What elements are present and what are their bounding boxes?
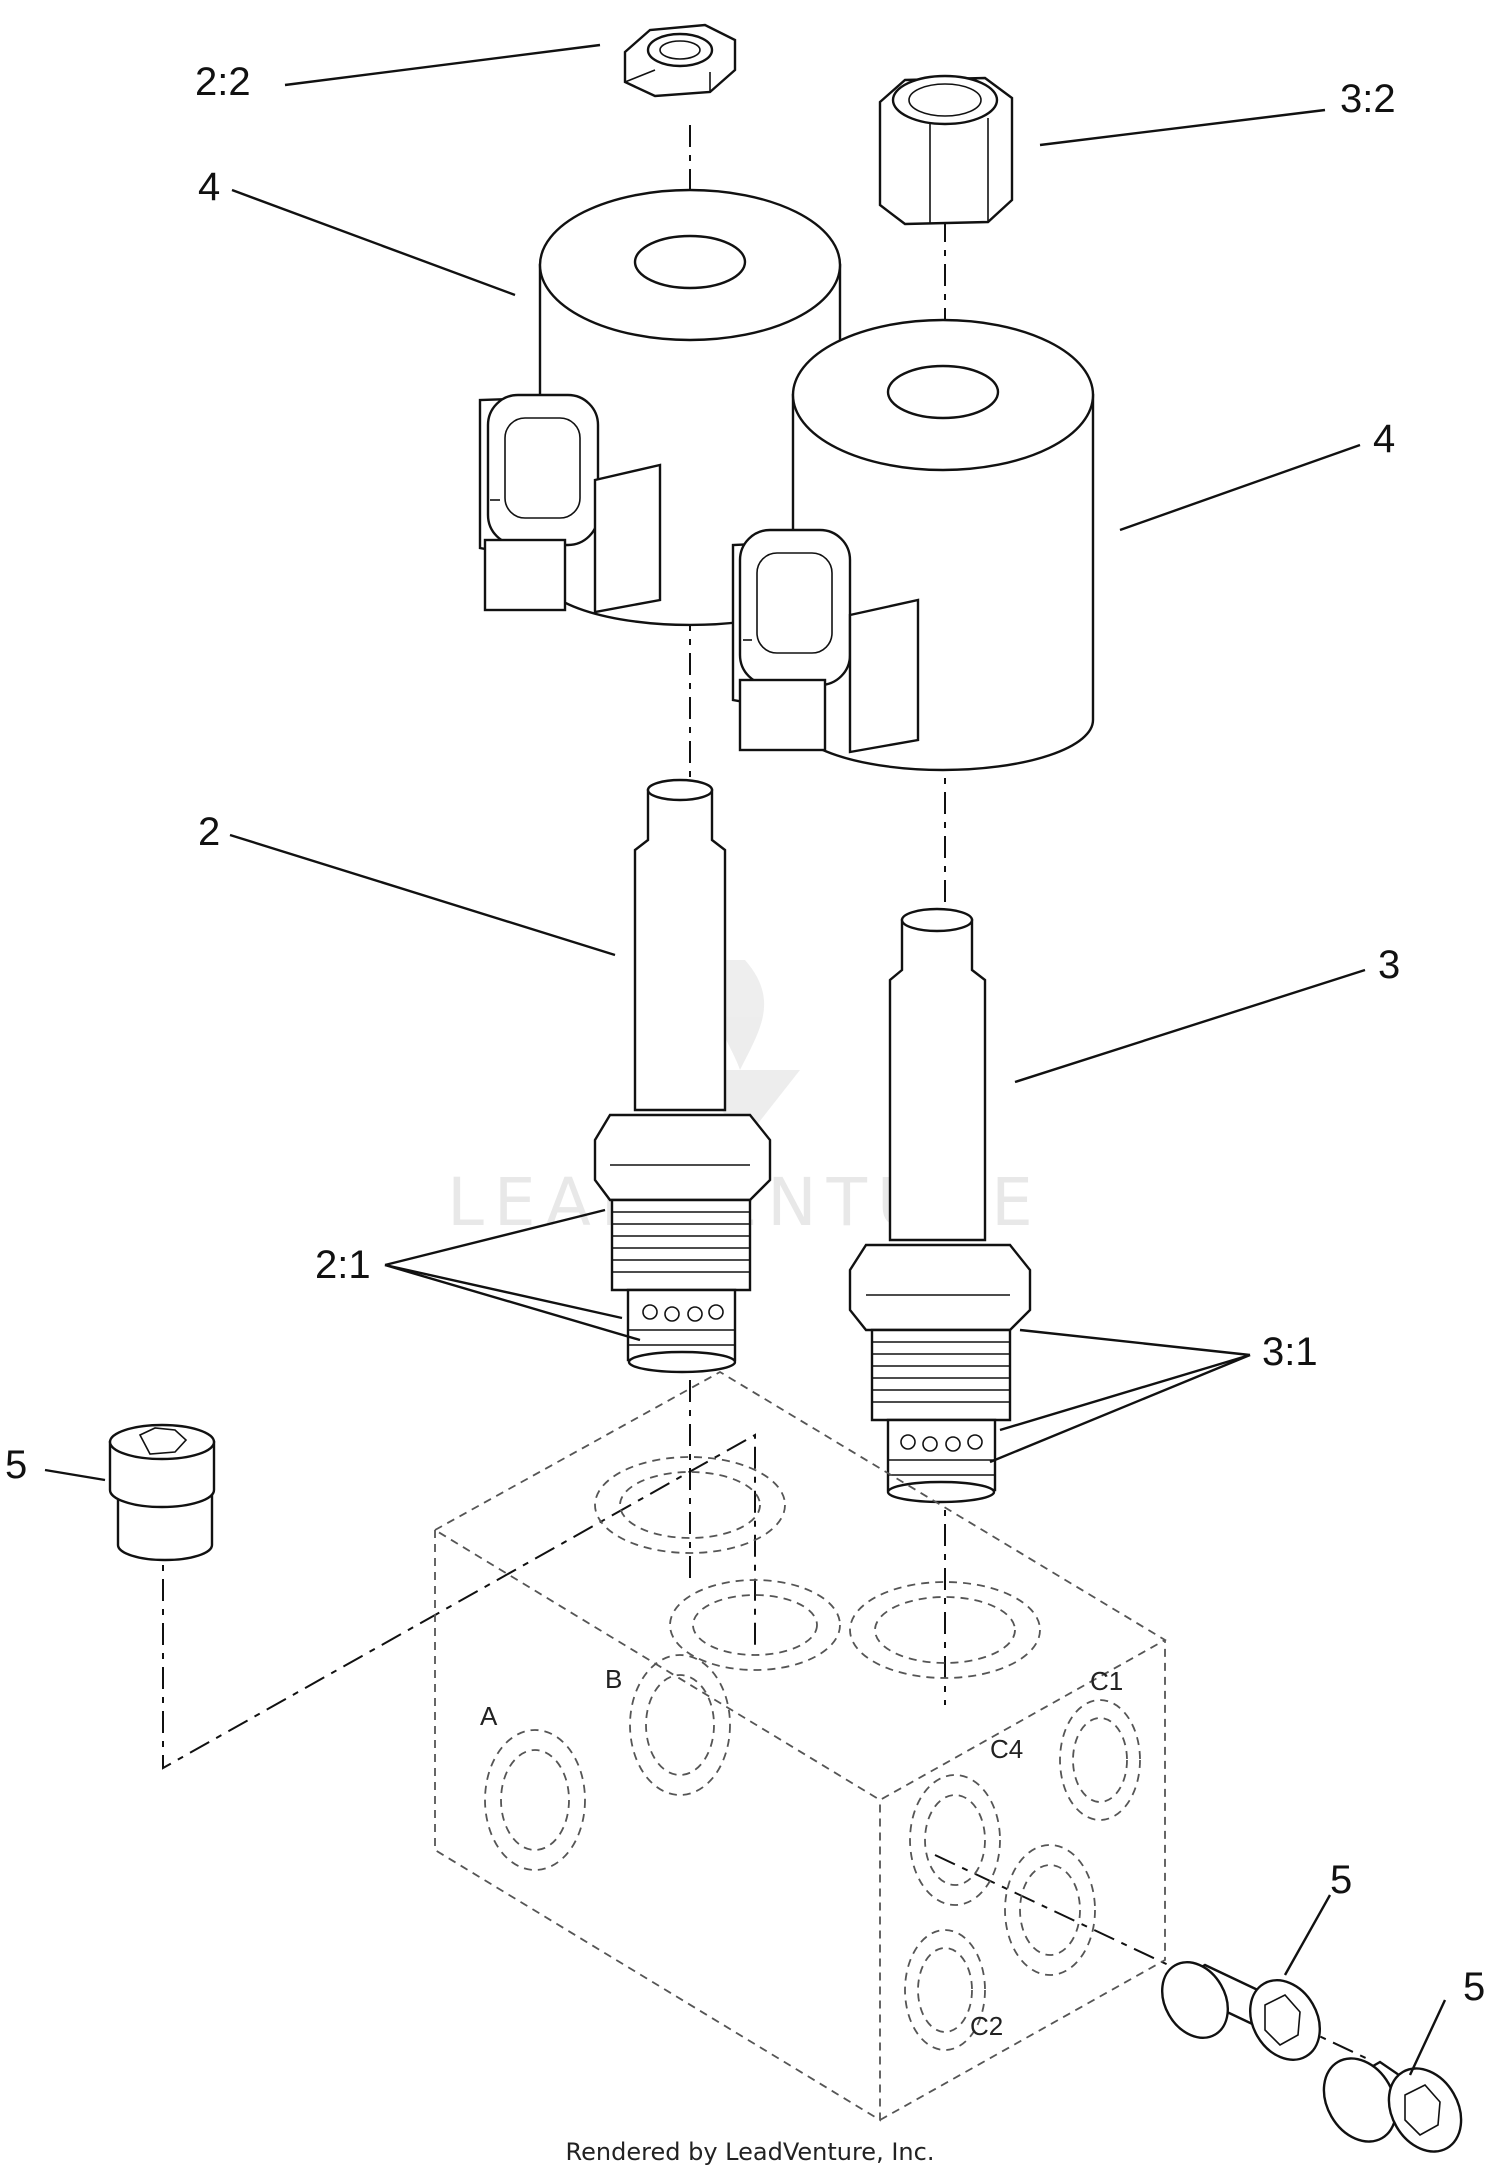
- callout-2-2: 2:2: [195, 60, 251, 104]
- manifold-block: A B C1 C4 C2: [433, 1370, 1167, 2122]
- callout-4-left: 4: [198, 165, 220, 209]
- valve-cartridge-2: [593, 778, 772, 1374]
- hex-nut-2-2: [623, 23, 737, 98]
- callout-2-1: 2:1: [315, 1243, 371, 1287]
- port-label-a: A: [480, 1701, 498, 1731]
- callout-5-right-2: 5: [1463, 1965, 1485, 2009]
- port-label-c2: C2: [970, 2011, 1003, 2041]
- callout-3-2: 3:2: [1340, 77, 1396, 121]
- callout-3: 3: [1378, 943, 1400, 987]
- solenoid-coil-left: [478, 188, 842, 627]
- hex-nut-3-2: [878, 74, 1014, 226]
- plug-left: [108, 1423, 216, 1562]
- port-label-c1: C1: [1090, 1666, 1123, 1696]
- callout-labels: 2:2 3:2 4 4 2 3 2:1 3:1 5 5 5: [5, 60, 1485, 2009]
- callout-5-right-1: 5: [1330, 1858, 1352, 1902]
- callout-3-1: 3:1: [1262, 1330, 1318, 1374]
- plug-right-2: [1322, 2057, 1463, 2153]
- leader-lines: [44, 43, 1447, 2076]
- callout-4-right: 4: [1373, 417, 1395, 461]
- port-label-c4: C4: [990, 1734, 1023, 1764]
- valve-cartridge-3: [848, 907, 1032, 1504]
- callout-2: 2: [198, 810, 220, 854]
- footer-credit: Rendered by LeadVenture, Inc.: [566, 2138, 935, 2166]
- callout-5-left: 5: [5, 1443, 27, 1487]
- plug-right-1: [1161, 1961, 1321, 2061]
- port-label-b: B: [605, 1664, 622, 1694]
- solenoid-coil-right: [731, 318, 1095, 772]
